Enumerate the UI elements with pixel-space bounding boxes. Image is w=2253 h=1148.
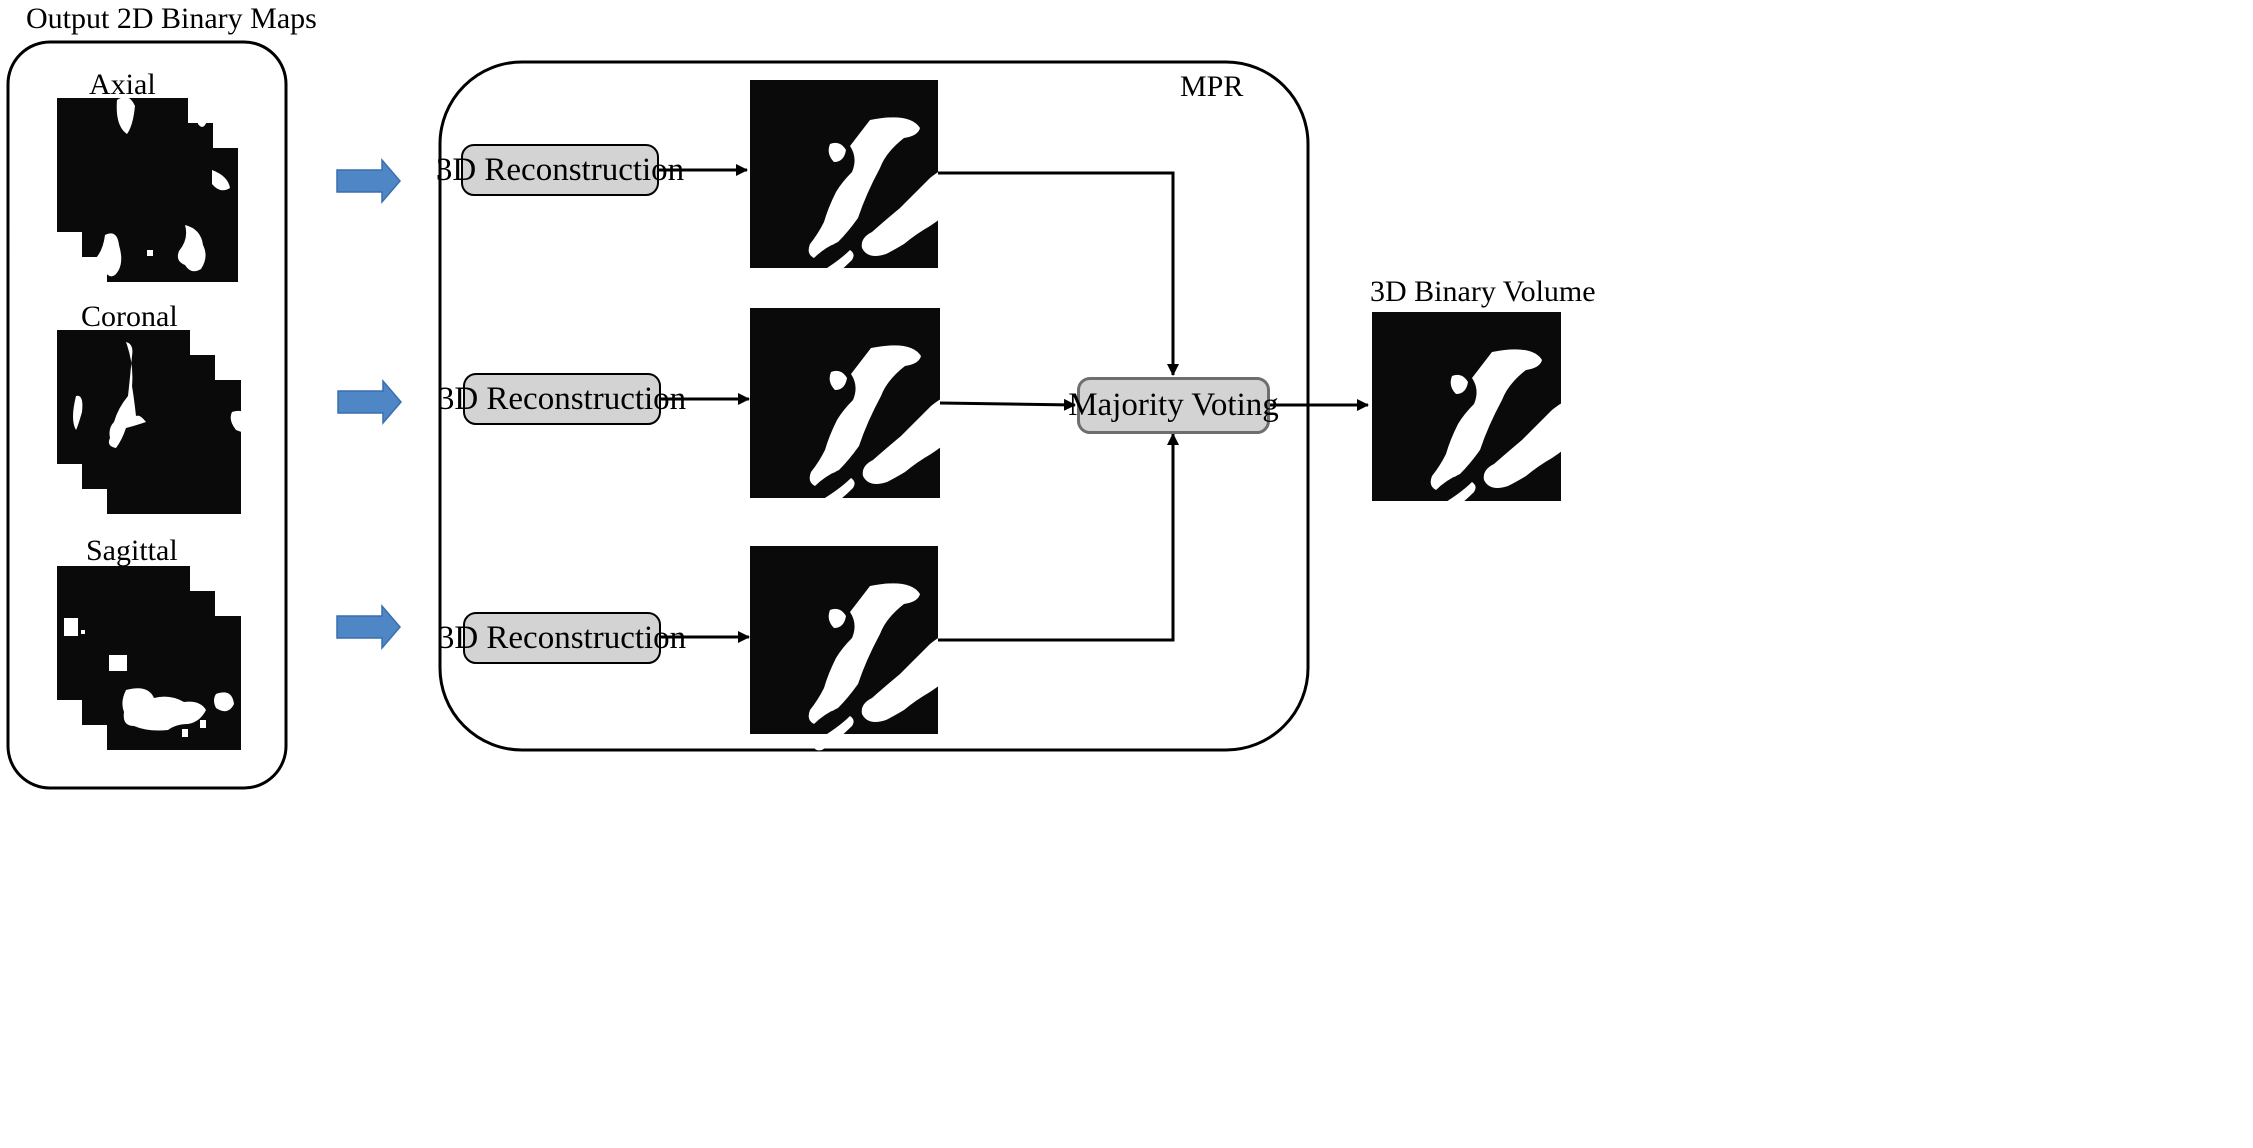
connectors (659, 164, 1369, 643)
sagittal-label: Sagittal (86, 534, 178, 567)
coronal-flow-arrow (337, 378, 402, 426)
reconstruction-box-3: 3D Reconstruction (438, 612, 686, 664)
coronal-label: Coronal (81, 300, 178, 333)
reconstructed-volume-1 (750, 80, 983, 285)
output-title: 3D Binary Volume (1370, 275, 1596, 308)
image1-to-voting-arrow (938, 171, 1179, 376)
image3-to-voting-arrow (938, 433, 1179, 642)
axial-slice-stack (57, 96, 238, 282)
left-panel (6, 40, 293, 790)
reconstructed-volume-3 (750, 546, 983, 751)
majority-voting-box: Majority Voting (1068, 377, 1279, 434)
reconstruction-box-2: 3D Reconstruction (438, 373, 686, 425)
flow-arrows (336, 157, 402, 651)
reconstruction-box-1: 3D Reconstruction (436, 144, 684, 196)
reconstructed-volume-2 (750, 308, 984, 513)
mpr-title: MPR (1180, 70, 1244, 103)
axial-flow-arrow (336, 157, 401, 205)
axial-label: Axial (89, 68, 156, 101)
binary-volume-output-image (1372, 312, 1605, 517)
left-panel-title: Output 2D Binary Maps (26, 2, 317, 35)
coronal-slice-stack (57, 330, 264, 514)
sagittal-flow-arrow (336, 603, 401, 651)
image2-to-voting-arrow (939, 398, 1076, 411)
left-panel-border (6, 40, 288, 790)
sagittal-slice-stack (57, 566, 293, 750)
